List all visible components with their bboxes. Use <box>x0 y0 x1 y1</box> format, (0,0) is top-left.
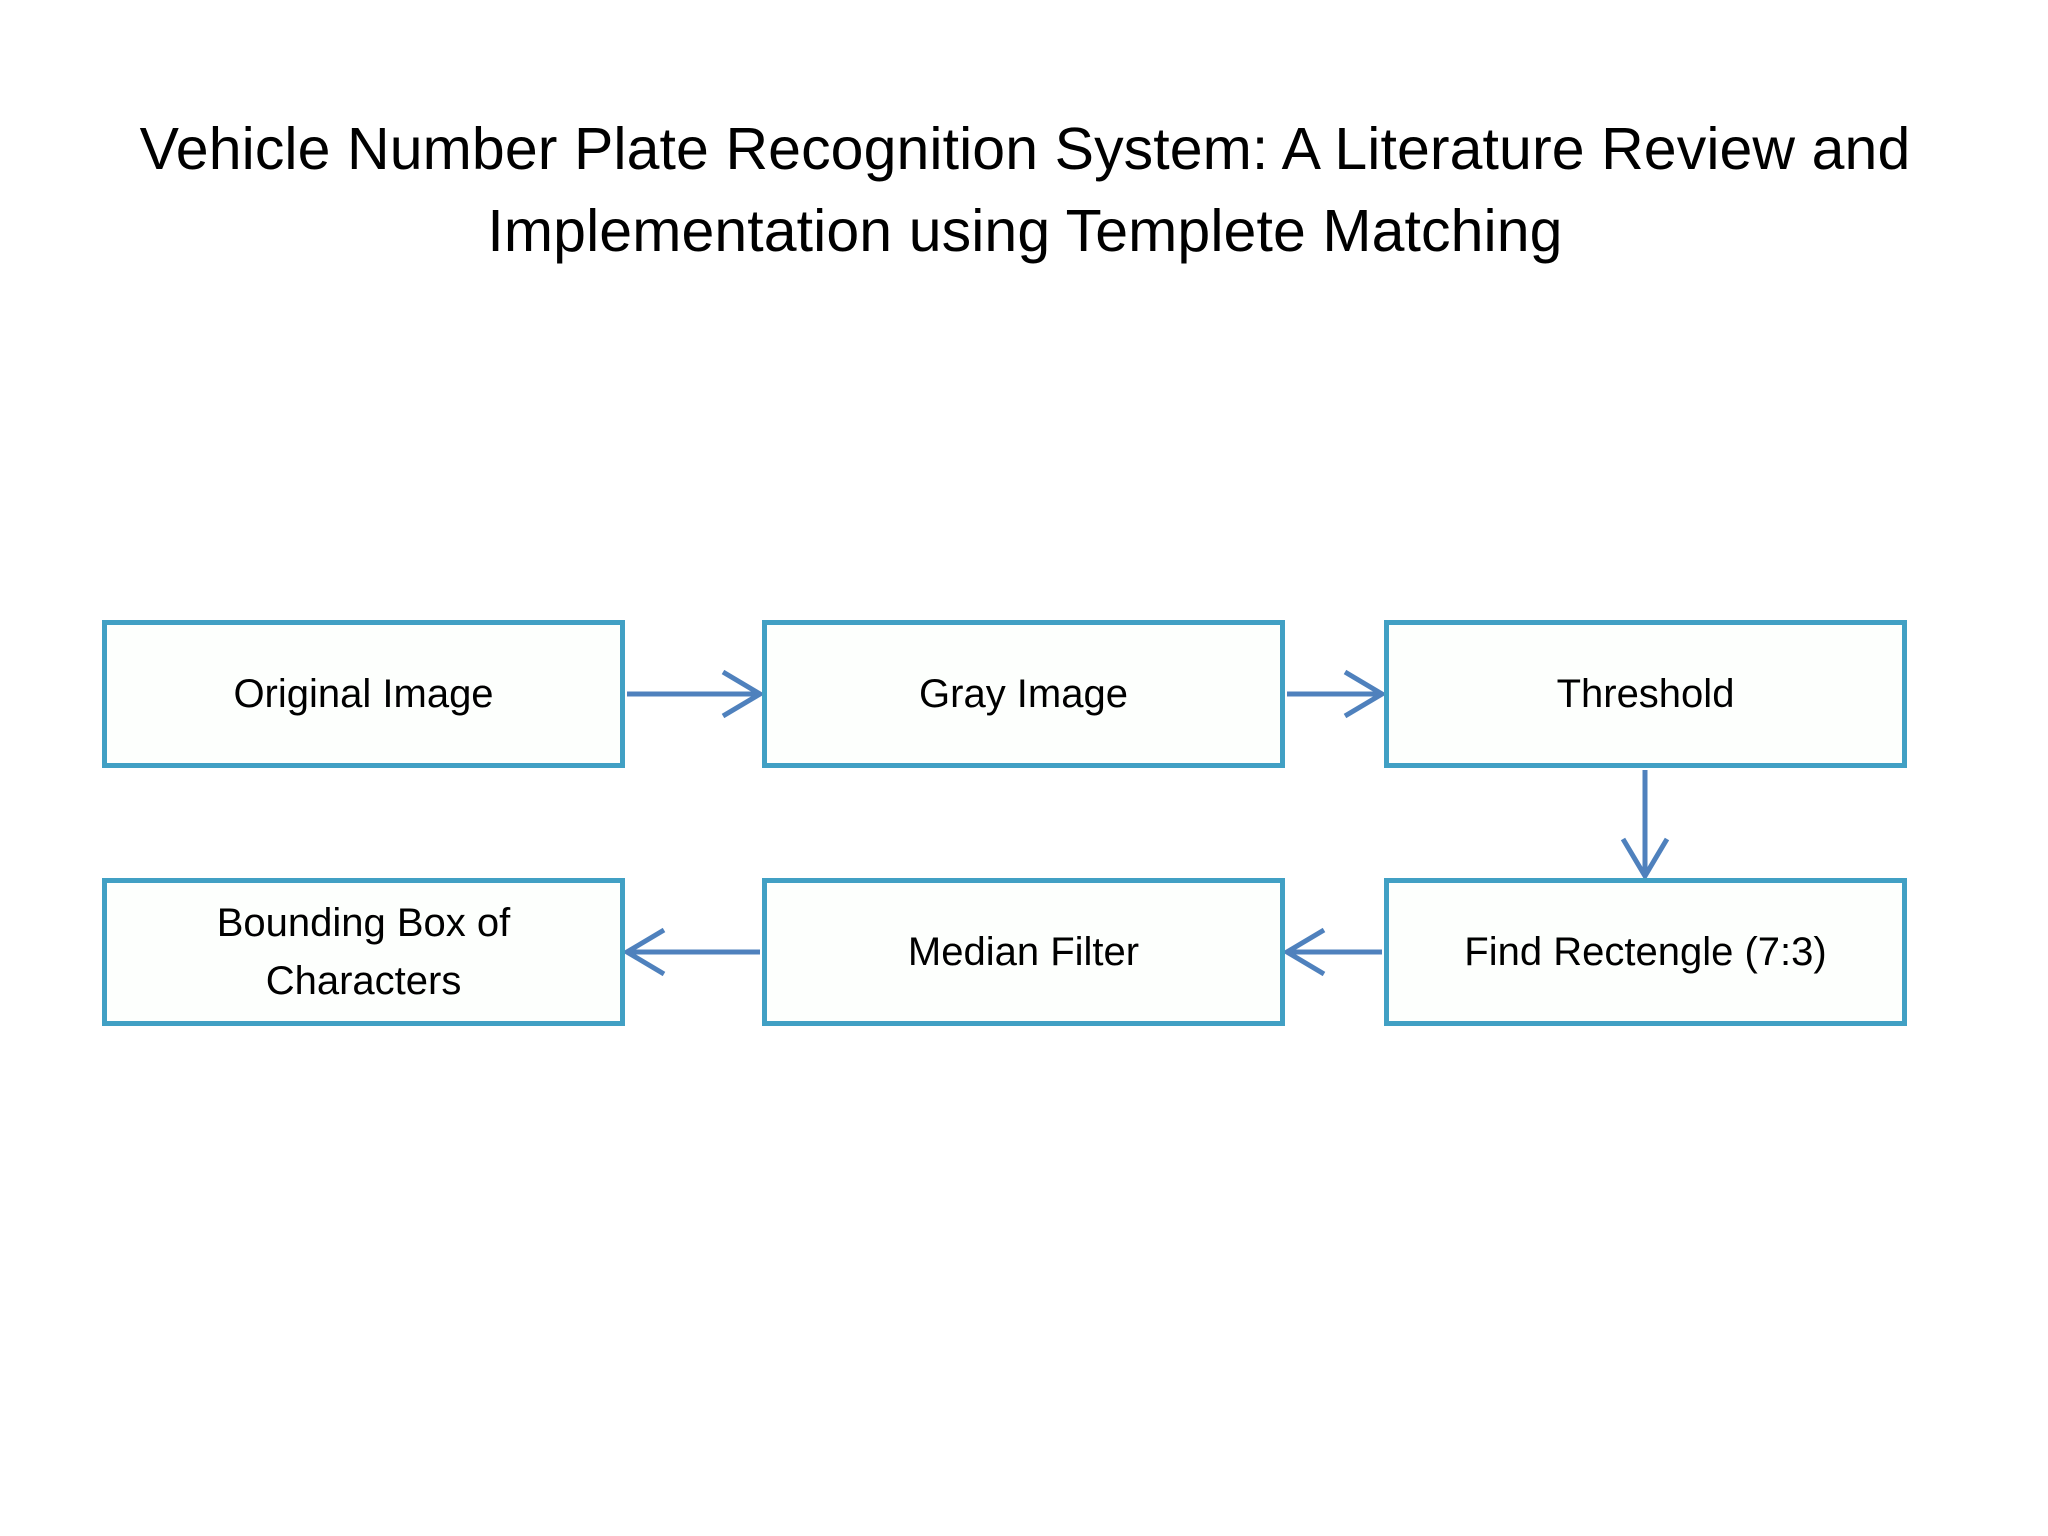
flow-node-label: Median Filter <box>907 930 1140 974</box>
flow-node-label: Threshold <box>1556 672 1735 716</box>
arrow-threshold-to-find-rectangle <box>1620 770 1670 881</box>
flow-node-label: Original Image <box>233 672 494 716</box>
flow-node-label: Find Rectengle (7:3) <box>1464 930 1827 974</box>
arrow-gray-image-to-threshold <box>1287 669 1387 719</box>
arrow-find-rectangle-to-median-filter <box>1282 927 1382 977</box>
flow-node-median-filter[interactable]: Median Filter <box>762 878 1285 1026</box>
page-title: Vehicle Number Plate Recognition System:… <box>130 108 1920 272</box>
page-title-line-2: Implementation using Templete Matching <box>487 198 1563 264</box>
flow-node-bounding-box-of-characters[interactable]: Bounding Box of Characters <box>102 878 625 1026</box>
flow-node-original-image[interactable]: Original Image <box>102 620 625 768</box>
flow-node-threshold[interactable]: Threshold <box>1384 620 1907 768</box>
arrow-original-image-to-gray-image <box>627 669 765 719</box>
page-title-line-1: Vehicle Number Plate Recognition System:… <box>139 116 1911 182</box>
arrow-median-filter-to-bounding-box <box>622 927 760 977</box>
flow-node-gray-image[interactable]: Gray Image <box>762 620 1285 768</box>
flow-node-label: Bounding Box of Characters <box>216 901 511 1003</box>
flow-node-find-rectangle[interactable]: Find Rectengle (7:3) <box>1384 878 1907 1026</box>
flow-node-label: Gray Image <box>919 672 1128 716</box>
